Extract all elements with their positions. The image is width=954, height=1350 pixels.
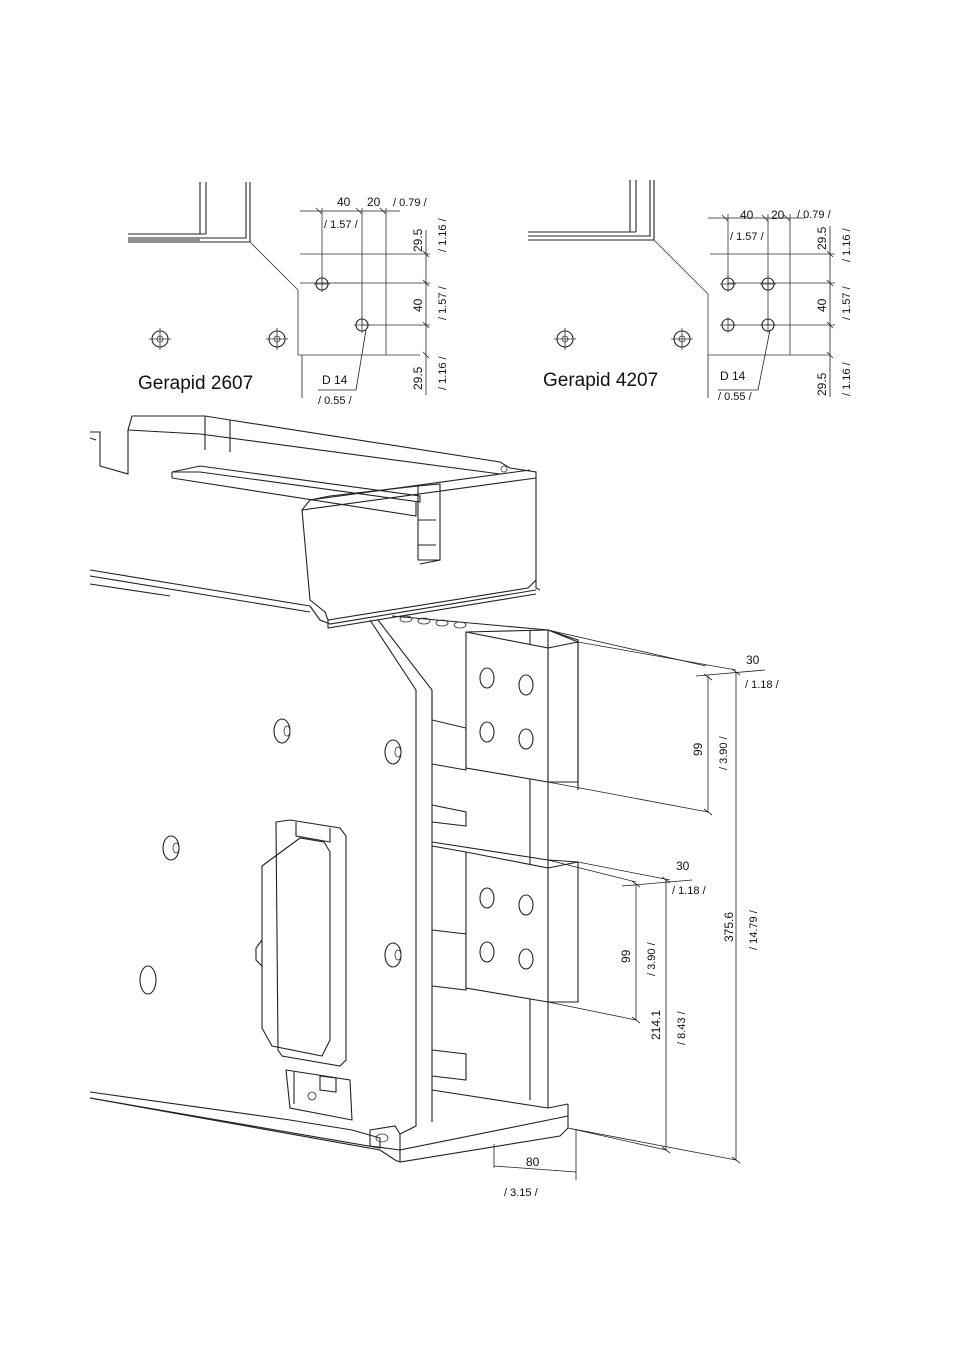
dim-label: / 3.90 / — [718, 735, 730, 770]
screw-icon — [554, 328, 576, 350]
mounting-hole — [720, 276, 736, 292]
dim-label: / 3.90 / — [646, 941, 658, 976]
dim-label: 40 — [740, 208, 754, 222]
screw-icon — [266, 328, 288, 350]
dim-label: / 14.79 / — [748, 909, 760, 950]
dim-label: 214.1 — [649, 1010, 663, 1040]
dim-label: / 0.79 / — [393, 197, 428, 209]
dim-label: D 14 — [720, 369, 746, 383]
dim-label: / 1.16 / — [437, 217, 449, 252]
dim-label: 30 — [746, 653, 760, 667]
dim-label: / 3.15 / — [504, 1187, 539, 1199]
detail-gerapid-4207: Gerapid 4207 40 20 / 0.79 / / 1.57 / 29.… — [528, 180, 853, 403]
dim-label: / 1.18 / — [672, 885, 707, 897]
upper-terminal — [466, 630, 578, 782]
dim-label: / 8.43 / — [676, 1010, 688, 1045]
dim-label: / 1.16 / — [841, 227, 853, 262]
dim-label: / 0.55 / — [318, 395, 353, 407]
lower-terminal — [432, 842, 578, 1002]
dim-label: 20 — [771, 208, 785, 222]
mounting-hole — [354, 317, 370, 333]
mounting-hole — [720, 317, 736, 333]
top-housing — [90, 416, 540, 628]
screw-icon — [671, 328, 693, 350]
dim-label: 29.5 — [411, 366, 425, 390]
dim-label: 29.5 — [411, 228, 425, 252]
detail-gerapid-2607: Gerapid 2607 40 20 / 0.79 / / 1.57 / 29.… — [128, 182, 449, 407]
mounting-hole — [760, 276, 776, 292]
dim-label: / 1.16 / — [841, 361, 853, 396]
dim-label: 40 — [815, 298, 829, 312]
dim-label: 99 — [619, 949, 633, 963]
dim-label: 99 — [691, 742, 705, 756]
panel-holes — [140, 719, 401, 994]
dim-label: / 1.57 / — [841, 285, 853, 320]
detail-title: Gerapid 2607 — [138, 373, 253, 394]
operating-handle — [256, 820, 352, 1120]
dim-label: / 1.18 / — [745, 679, 780, 691]
dim-label: 375.6 — [722, 912, 736, 942]
breaker-isometric-view: 30 / 1.18 / 99 / 3.90 / 30 / 1.18 / 99 /… — [90, 416, 780, 1199]
dim-label: / 1.16 / — [437, 355, 449, 390]
dim-label: 30 — [676, 859, 690, 873]
screw-icon — [149, 328, 171, 350]
dim-label: 20 — [367, 195, 381, 209]
dim-label: D 14 — [322, 373, 348, 387]
mounting-hole — [314, 276, 330, 292]
detail-title: Gerapid 4207 — [543, 370, 658, 391]
dim-label: / 1.57 / — [324, 219, 359, 231]
dim-label: 40 — [337, 195, 351, 209]
dim-label: / 1.57 / — [437, 285, 449, 320]
dim-label: 29.5 — [815, 226, 829, 250]
dim-label: 80 — [526, 1155, 540, 1169]
dim-label: 40 — [411, 298, 425, 312]
dim-label: / 0.55 / — [718, 391, 753, 403]
dim-label: / 0.79 / — [797, 209, 832, 221]
dim-label: 29.5 — [815, 372, 829, 396]
mounting-hole — [760, 317, 776, 333]
dim-label: / 1.57 / — [730, 231, 765, 243]
